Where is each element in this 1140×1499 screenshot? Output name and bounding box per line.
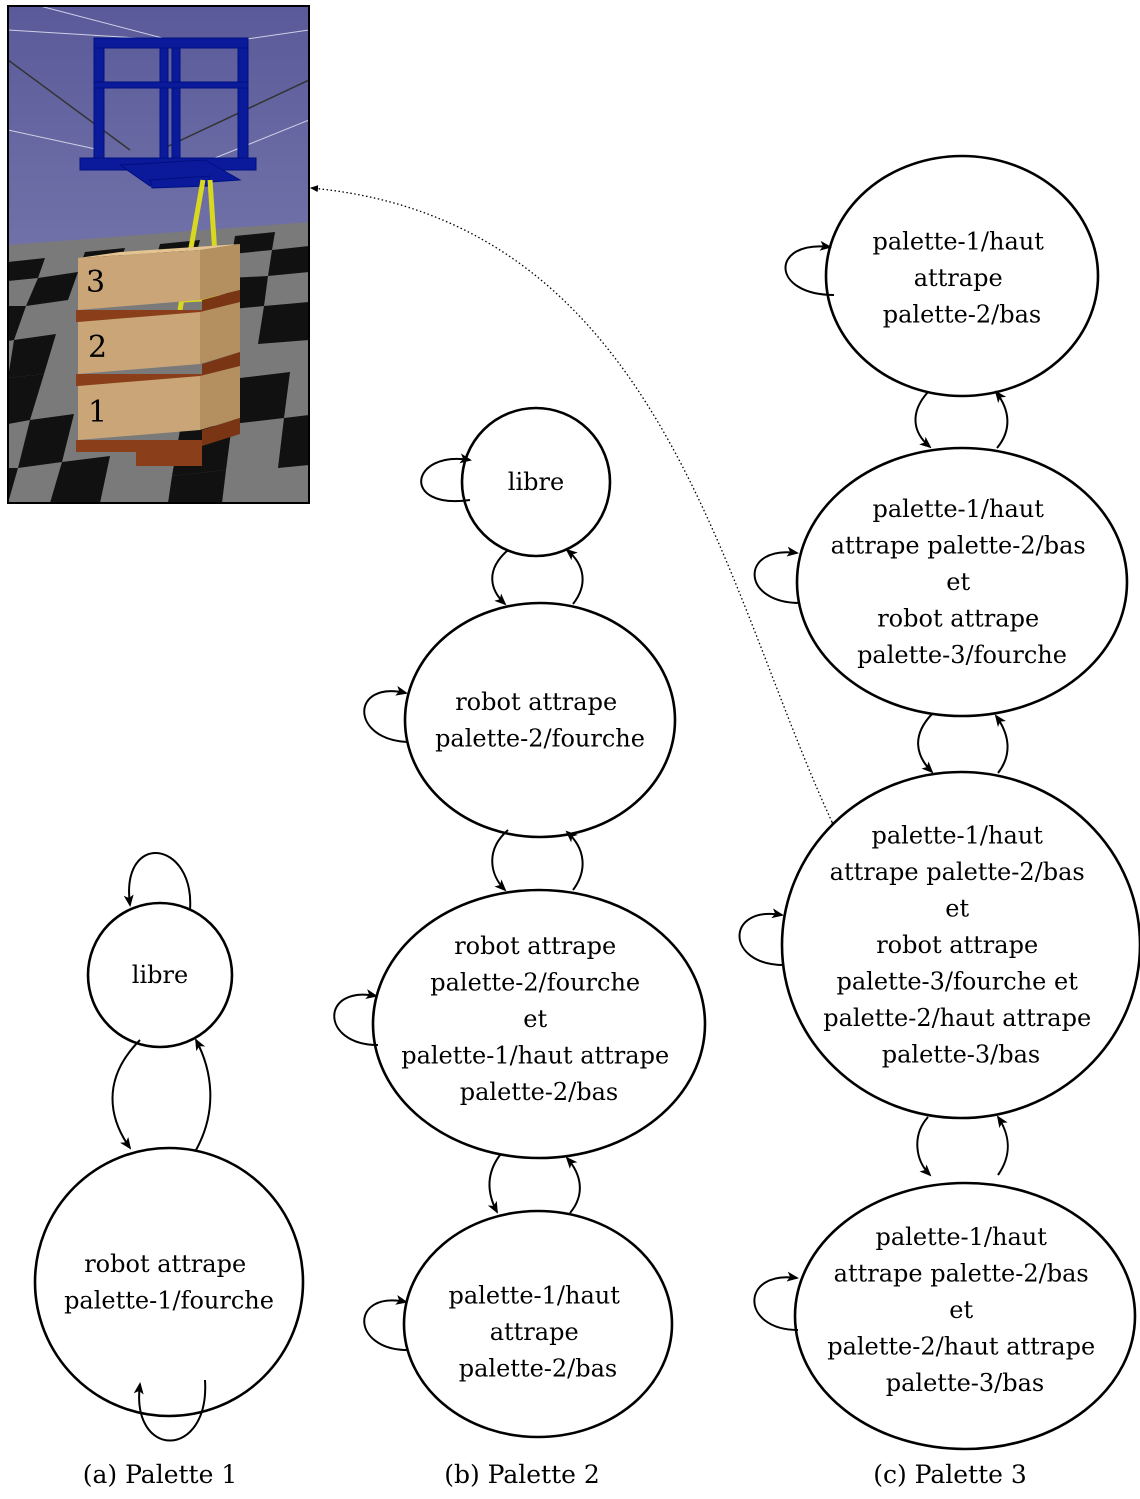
state-node (403, 601, 677, 839)
state-label-line: attrape palette-2/bas (834, 1260, 1089, 1288)
self-loop-arrow (363, 685, 409, 743)
state-label-line: palette-1/haut (875, 1223, 1047, 1251)
transition-arrow (565, 1156, 581, 1214)
state-label: palette-1/haut attrape palette-2/bas (448, 1282, 627, 1383)
transition-arrow (916, 1116, 932, 1177)
state-label-line: palette-1/haut (872, 495, 1044, 523)
transition-arrow (917, 713, 934, 774)
state-node (33, 1146, 305, 1418)
state-label-line: et (523, 1005, 547, 1033)
state-label-line: palette-3/bas (886, 1369, 1045, 1397)
state-label-line: palette-3/fourche et (837, 968, 1079, 996)
state-label: libre (508, 468, 564, 496)
dotted-link-arrow (310, 185, 839, 830)
caption-palette-2: (b) Palette 2 (444, 1460, 600, 1489)
state-label-line: robot attrape (84, 1250, 246, 1278)
state-label: robot attrape palette-1/fourche (64, 1250, 274, 1315)
state-label-line: palette-2/fourche (435, 724, 645, 752)
state-label-line: palette-1/haut attrape (401, 1042, 669, 1070)
state-label-line: libre (132, 961, 188, 989)
state-label-line: palette-3/fourche (857, 641, 1067, 669)
self-loop-arrow (133, 1379, 207, 1442)
state-label-line: attrape palette-2/bas (830, 858, 1085, 886)
state-label-line: palette-3/bas (882, 1041, 1041, 1069)
transition-arrow (994, 714, 1009, 774)
state-label: libre (132, 961, 188, 989)
state-labels: libre robot attrape palette-1/fourche li… (64, 228, 1103, 1398)
state-label: palette-1/haut attrape palette-2/bas (872, 228, 1051, 329)
state-label-line: palette-1/haut (448, 1282, 620, 1310)
diagram-palette-3 (780, 154, 1140, 1451)
caption-palette-1: (a) Palette 1 (83, 1460, 238, 1489)
robot-pallet-stack-render: 3 2 1 (8, 6, 309, 503)
illustration-frame (7, 5, 310, 504)
state-label-line: palette-2/bas (459, 1355, 618, 1383)
state-label-line: robot attrape (455, 688, 617, 716)
transition-arrow (491, 549, 509, 606)
state-label-line: palette-1/haut (872, 228, 1044, 256)
state-node (824, 154, 1100, 398)
state-label: palette-1/haut attrape palette-2/bas et … (831, 495, 1094, 669)
state-label-line: palette-2/bas (883, 301, 1042, 329)
state-label-line: robot attrape (454, 932, 616, 960)
state-label-line: attrape palette-2/bas (831, 532, 1086, 560)
state-node (793, 1181, 1137, 1451)
state-label-line: et (949, 1296, 973, 1324)
transition-arrow (111, 1039, 141, 1150)
transition-arrow (914, 391, 932, 449)
state-label: robot attrape palette-2/fourche et palet… (401, 932, 677, 1106)
state-label-line: palette-2/bas (460, 1078, 619, 1106)
state-node (795, 446, 1129, 718)
self-loop-arrow (784, 240, 835, 296)
diagram-palette-1 (33, 901, 305, 1418)
transition-arrow (994, 390, 1009, 449)
state-label-line: robot attrape (877, 605, 1039, 633)
self-loop-arrow (753, 546, 801, 604)
self-loop-arrow (363, 1295, 409, 1351)
transition-arrow (491, 829, 509, 892)
state-label-line: palette-1/fourche (64, 1286, 274, 1314)
self-loop-arrow (420, 453, 472, 503)
stack-label-3: 3 (86, 265, 105, 300)
transition-arrow (996, 1115, 1009, 1176)
stack-label-1: 1 (88, 395, 107, 430)
state-node (780, 770, 1140, 1120)
state-label-line: libre (508, 468, 564, 496)
state-node (460, 406, 612, 558)
state-node (371, 888, 707, 1160)
transition-arrow (195, 1038, 212, 1151)
transition-arrows (111, 240, 1009, 1442)
state-node (402, 1209, 674, 1439)
state-label-line: palette-1/haut (871, 822, 1043, 850)
self-loop-arrow (333, 989, 379, 1046)
state-label-line: attrape (490, 1318, 579, 1346)
self-loop-arrow (738, 908, 785, 966)
diagram-palette-2 (371, 406, 707, 1439)
self-loop-arrow (123, 851, 192, 911)
state-label-line: palette-2/fourche (430, 969, 640, 997)
transition-arrow (565, 548, 584, 605)
state-label-line: palette-2/haut attrape (823, 1004, 1091, 1032)
stack-label-2: 2 (88, 330, 107, 365)
state-label: robot attrape palette-2/fourche (435, 688, 645, 753)
state-label-line: attrape (914, 264, 1003, 292)
state-node (86, 901, 234, 1049)
self-loop-arrow (753, 1271, 799, 1331)
caption-palette-3: (c) Palette 3 (873, 1460, 1027, 1489)
state-label-line: palette-2/haut attrape (827, 1333, 1095, 1361)
transition-arrow (565, 830, 584, 891)
state-label-line: et (945, 895, 969, 923)
state-label: palette-1/haut attrape palette-2/bas et … (823, 822, 1099, 1069)
transition-arrow (487, 1154, 501, 1214)
state-label: palette-1/haut attrape palette-2/bas et … (827, 1223, 1103, 1397)
state-label-line: robot attrape (876, 931, 1038, 959)
state-label-line: et (946, 568, 970, 596)
